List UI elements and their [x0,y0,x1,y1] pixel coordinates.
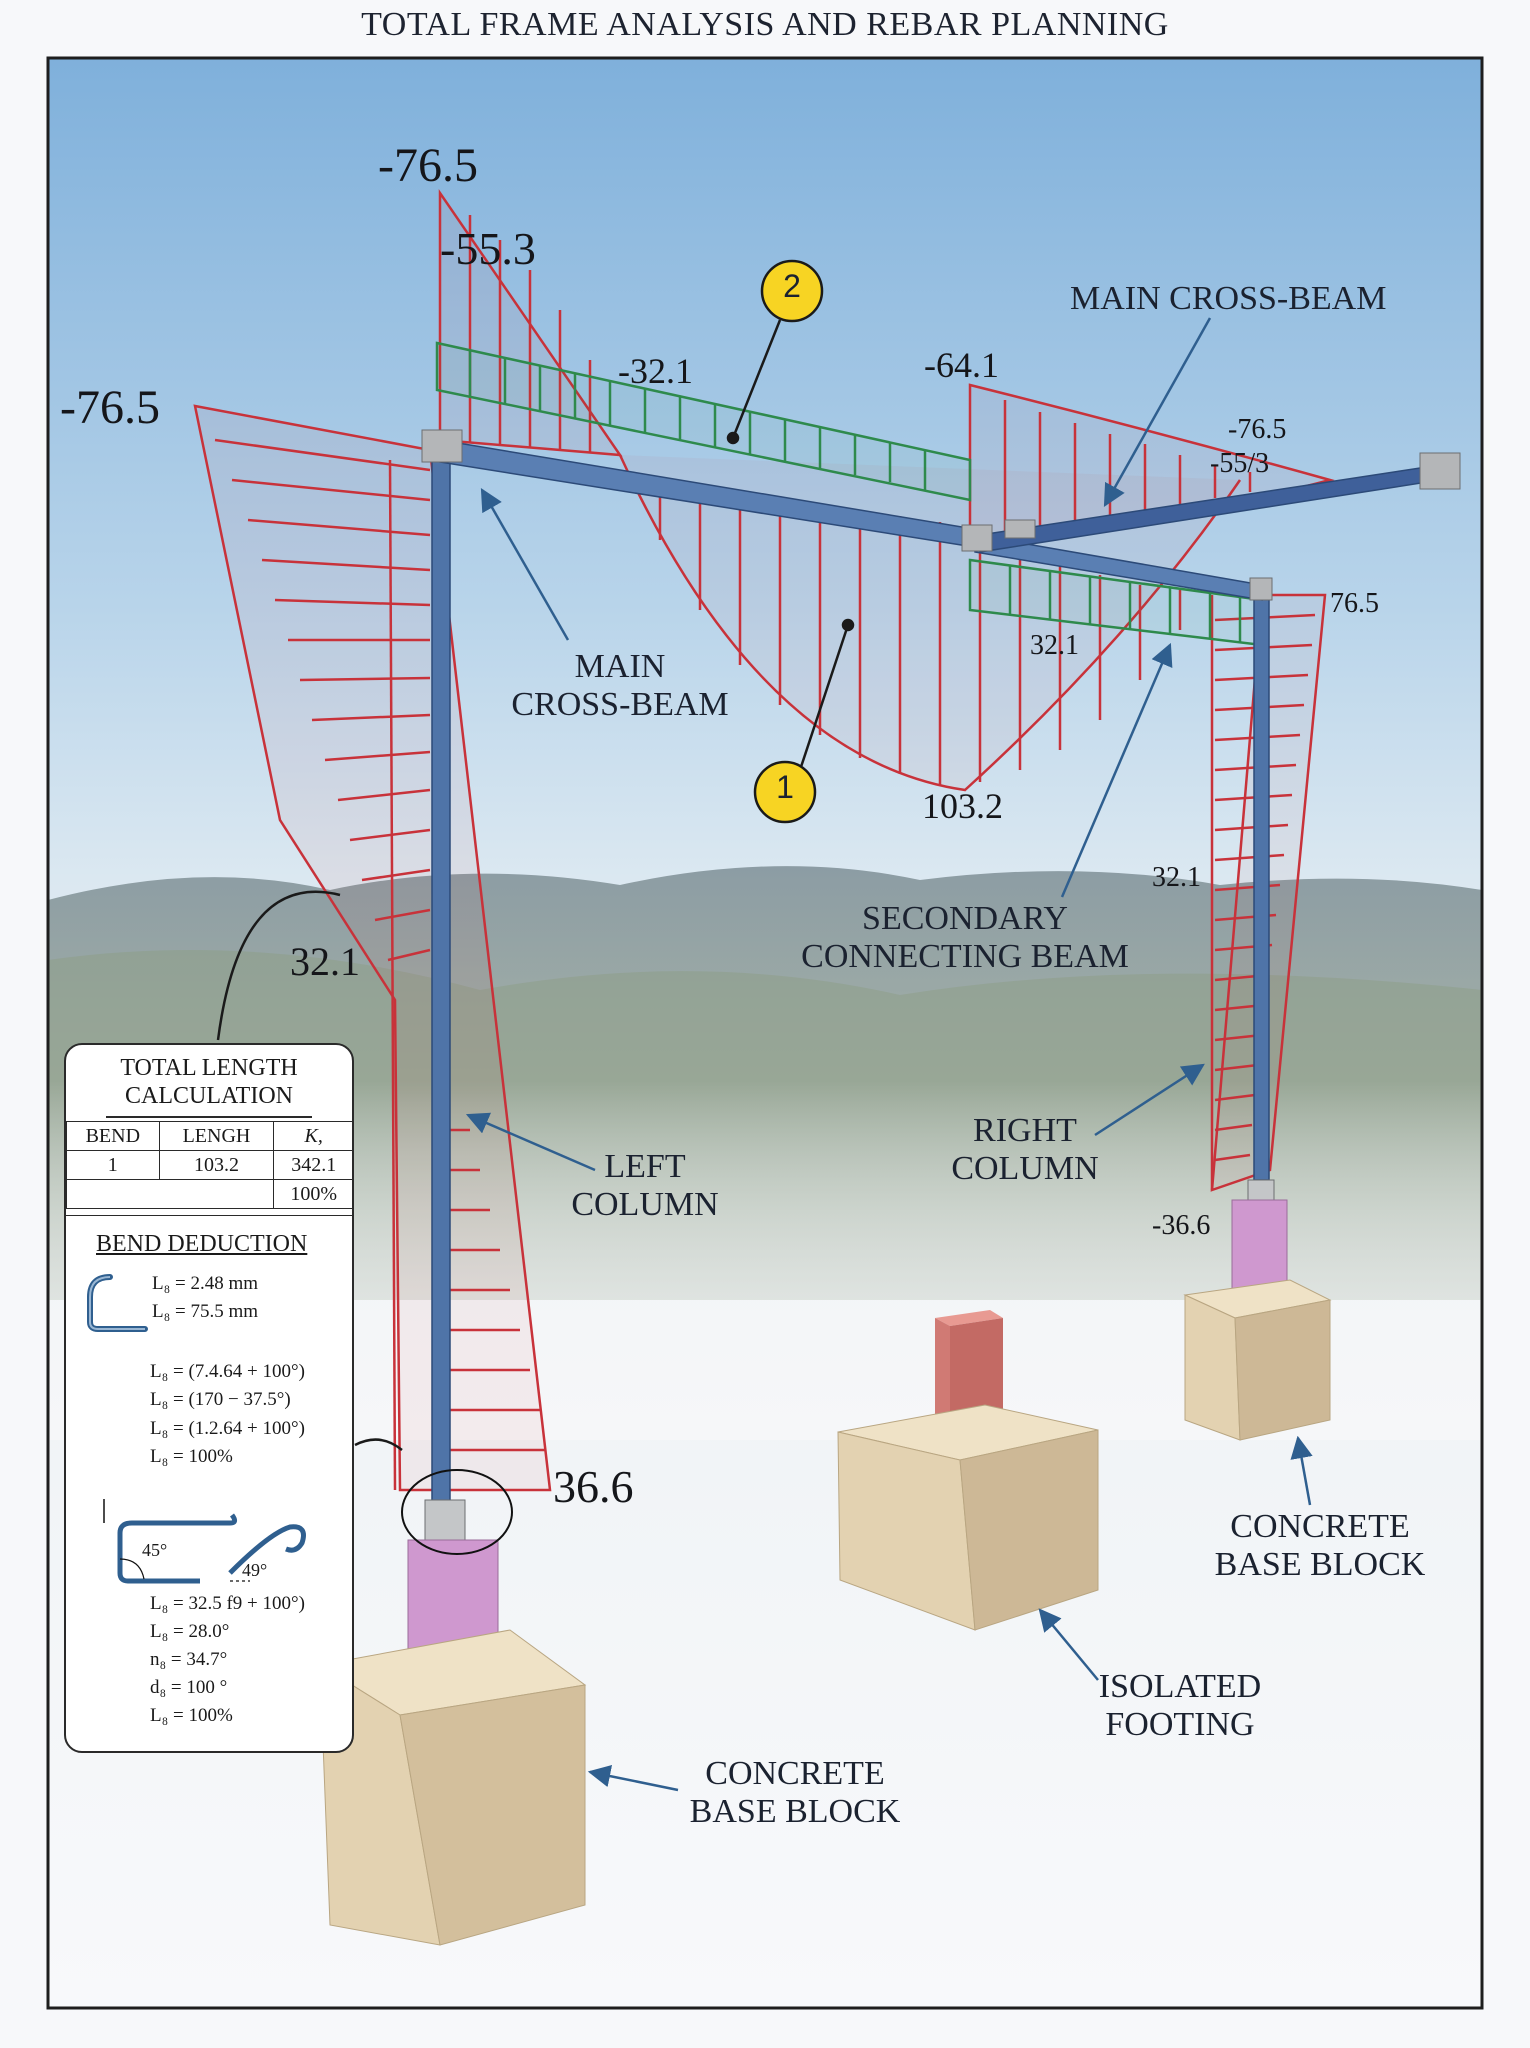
stirrup-bend-icon [103,1499,306,1584]
span-moment-ribs [658,478,1182,785]
beam-shear-ribs [468,350,927,490]
label-left-column: LEFT COLUMN [571,1148,719,1224]
hook-bend-icon [87,1274,148,1332]
bend-eq-3: L₈ = (7.4.64 + 100°) [150,1361,305,1382]
value-right-neg-inner: -55/3 [1210,448,1270,479]
value-right-neg: -76.5 [1228,414,1287,445]
steel-frame [421,429,1461,1551]
angle-49: 49° [242,1560,268,1580]
table-row: 100% [65,1179,354,1209]
marker-2 [760,259,824,323]
value-secondary-pos: 32.1 [1030,630,1079,661]
right-column [1253,584,1270,1181]
left-foundation [318,1469,587,1946]
bend-eq-8: L₈ = 28.0° [150,1621,230,1642]
marker-1-number: 1 [776,769,794,805]
table-row: 1 103.2 342.1 [66,1150,354,1180]
bend-eq-7: L₈ = 32.5 f9 + 100°) [150,1593,305,1614]
marker-2-number: 2 [783,268,801,304]
bend-eq-4: L₈ = (170 − 37.5°) [150,1389,291,1410]
marker-leaders [726,319,855,771]
label-isolated-footing: ISOLATED FOOTING [1098,1668,1262,1744]
table-header: BEND [66,1121,160,1151]
value-left-outer-peak: -76.5 [60,381,160,434]
moment-diagram [193,188,1335,1492]
shear-diagram [435,341,1264,647]
left-column-moment-ribs [214,438,545,1452]
table-cell [65,1179,275,1209]
table-cell: 100% [273,1179,354,1209]
value-left-column-mid: 32.1 [290,939,360,984]
frame-border [46,56,1484,2010]
value-left-top-inner: -55.3 [440,223,536,274]
label-main-cross-beam-mid: MAIN CROSS-BEAM [511,648,729,724]
value-beam-neg: -32.1 [618,351,693,391]
bend-eq-11: L₈ = 100% [150,1705,233,1726]
isolated-footing [837,1310,1099,1631]
label-concrete-base-left: CONCRETE BASE BLOCK [689,1755,901,1831]
table-cell: 103.2 [158,1150,275,1180]
value-mid-neg: -64.1 [924,345,999,385]
bend-eq-5: L₈ = (1.2.64 + 100°) [150,1418,305,1439]
leader-lines [465,317,1313,1792]
value-right-column-mid: 32.1 [1152,862,1201,893]
bend-eq-1: L₈ = 2.48 mm [152,1273,259,1294]
table-cell: 342.1 [273,1150,354,1180]
calculation-panel: TOTAL LENGTH CALCULATION BEND LENGH K, 1… [64,1043,354,1753]
value-left-column-base: 36.6 [553,1461,634,1512]
table-header: LENGH [158,1121,275,1151]
page-title: TOTAL FRAME ANALYSIS AND REBAR PLANNING [361,6,1169,43]
bend-eq-2: L₈ = 75.5 mm [152,1301,259,1322]
bend-eq-9: n₈ = 34.7° [150,1649,228,1670]
table-header: K, [273,1121,354,1151]
panel-title: TOTAL LENGTH CALCULATION [106,1055,312,1119]
bend-eq-10: d₈ = 100 ° [150,1677,228,1698]
label-concrete-base-right: CONCRETE BASE BLOCK [1214,1508,1426,1584]
value-span-peak: 103.2 [922,786,1003,826]
marker-1 [753,760,817,824]
label-main-cross-beam-top: MAIN CROSS-BEAM [1070,280,1387,317]
value-right-pos: 76.5 [1330,588,1379,619]
value-left-top-peak: -76.5 [378,139,478,192]
bend-deduction-title: BEND DEDUCTION [96,1231,308,1257]
label-secondary-beam: SECONDARY CONNECTING BEAM [801,900,1129,976]
panel-leader [216,890,341,1041]
label-right-column: RIGHT COLUMN [951,1112,1099,1188]
angle-45: 45° [142,1540,168,1560]
length-table: BEND LENGH K, 1 103.2 342.1 100% [65,1121,354,1209]
table-header-row: BEND LENGH K, [66,1121,354,1151]
value-right-column-base: -36.6 [1152,1210,1211,1241]
table-cell: 1 [66,1150,160,1180]
bend-eq-6: L₈ = 100% [150,1446,233,1467]
left-column [431,447,451,1509]
right-foundation [1183,1199,1332,1441]
